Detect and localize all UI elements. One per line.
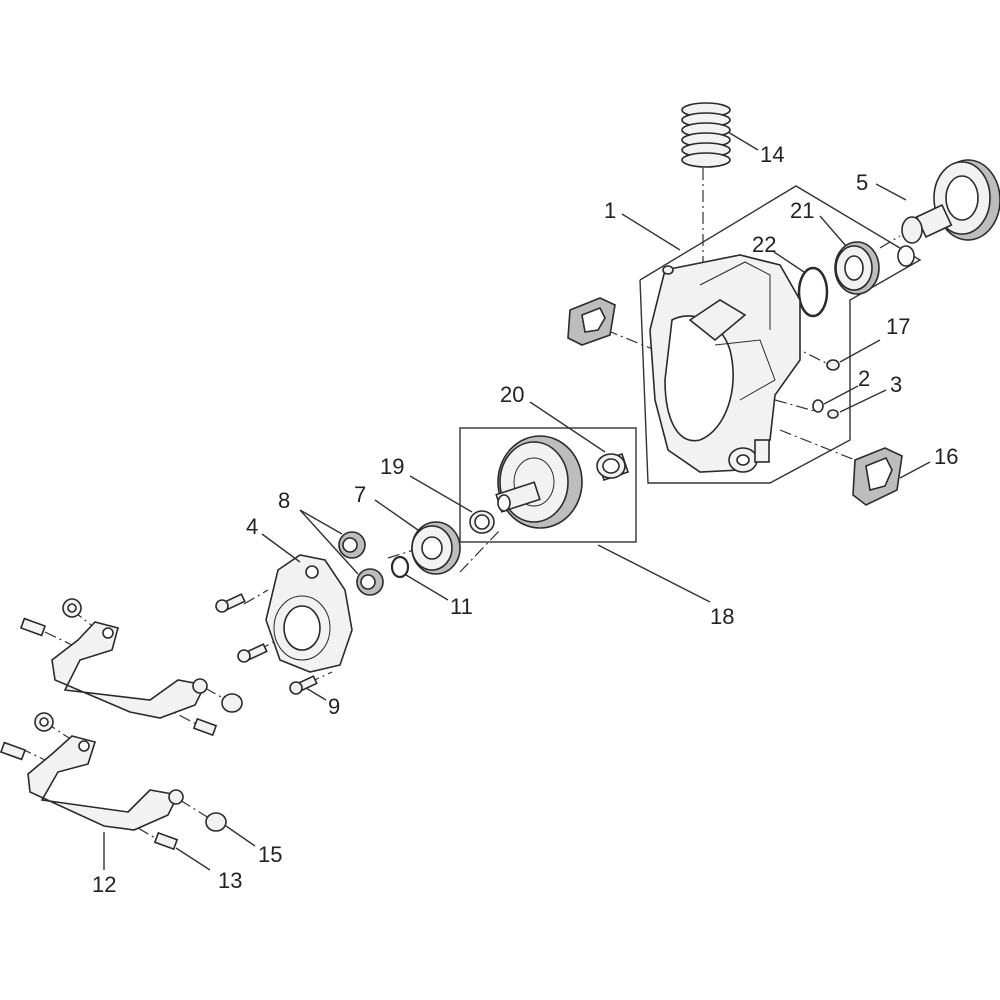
callout-2: 2 (858, 366, 870, 391)
bearing-21-part (834, 241, 880, 295)
callout-11: 11 (450, 594, 473, 619)
callout-14: 14 (760, 142, 784, 167)
callout-4: 4 (246, 514, 258, 539)
clutch-drum-part (897, 159, 1000, 267)
leader-5 (875, 183, 907, 201)
leader-8b (299, 509, 359, 575)
callout-8: 8 (278, 488, 290, 513)
gear-cover-part (265, 554, 353, 673)
damper-16-part (852, 447, 903, 506)
leader-20 (529, 401, 606, 453)
screw-3-part (827, 409, 839, 419)
leader-11 (405, 574, 449, 601)
leader-14 (727, 131, 759, 151)
leader-16 (899, 461, 931, 479)
axis-line (605, 329, 656, 351)
spring-part (681, 102, 731, 168)
circlip-22-part (797, 266, 829, 318)
callout-16: 16 (934, 444, 958, 469)
axis-line (387, 544, 431, 559)
damper-left-part (567, 297, 616, 346)
screw-9-mid-part (237, 643, 268, 663)
bushing-19-part (469, 510, 495, 534)
gear-housing-part (649, 254, 801, 473)
handle-bracket-upper-part (19, 598, 243, 737)
leader-2 (823, 385, 859, 405)
callout-18: 18 (710, 604, 734, 629)
screw-9-top-part (215, 593, 246, 613)
bearing-7-part (411, 521, 461, 575)
callout-21: 21 (790, 198, 814, 223)
needle-bearing-lower-part (356, 568, 384, 596)
leader-8a (299, 509, 343, 535)
leader-1 (621, 213, 681, 251)
callout-12: 12 (92, 872, 116, 897)
screw-9-bottom-part (289, 675, 318, 695)
callout-7: 7 (354, 482, 366, 507)
gear-part (495, 435, 583, 529)
callout-13: 13 (218, 868, 242, 893)
leader-4 (261, 533, 301, 563)
pin-17-part (826, 359, 840, 371)
leader-9 (305, 687, 327, 701)
callout-5: 5 (856, 170, 868, 195)
axis-line (459, 529, 501, 573)
needle-bearing-upper-part (338, 531, 366, 559)
leader-3 (839, 389, 887, 413)
callout-20: 20 (500, 382, 524, 407)
leader-7 (374, 499, 419, 531)
leader-17 (839, 339, 881, 363)
circlip-11-part (390, 555, 410, 579)
callout-22: 22 (752, 232, 776, 257)
callout-19: 19 (380, 454, 404, 479)
leader-15 (225, 825, 256, 847)
axis-line (779, 429, 861, 463)
axis-line (879, 235, 901, 249)
axis-line (243, 589, 269, 605)
callout-9: 9 (328, 694, 340, 719)
leader-19 (409, 475, 473, 513)
handle-bracket-lower-part (0, 712, 227, 851)
axis-line (44, 631, 73, 646)
leader-13 (175, 847, 211, 871)
leader-21 (819, 215, 847, 247)
leader-18 (597, 544, 711, 603)
axis-line (179, 799, 213, 821)
bushing-20-part (596, 452, 630, 482)
gear-group-frame (459, 427, 637, 543)
callout-17: 17 (886, 314, 910, 339)
callout-3: 3 (890, 372, 902, 397)
housing-group-frame (639, 185, 922, 484)
callout-1: 1 (604, 198, 616, 223)
callout-15: 15 (258, 842, 282, 867)
leader-22 (773, 251, 805, 273)
washer-2-part (812, 399, 824, 413)
axis-line (774, 399, 819, 413)
